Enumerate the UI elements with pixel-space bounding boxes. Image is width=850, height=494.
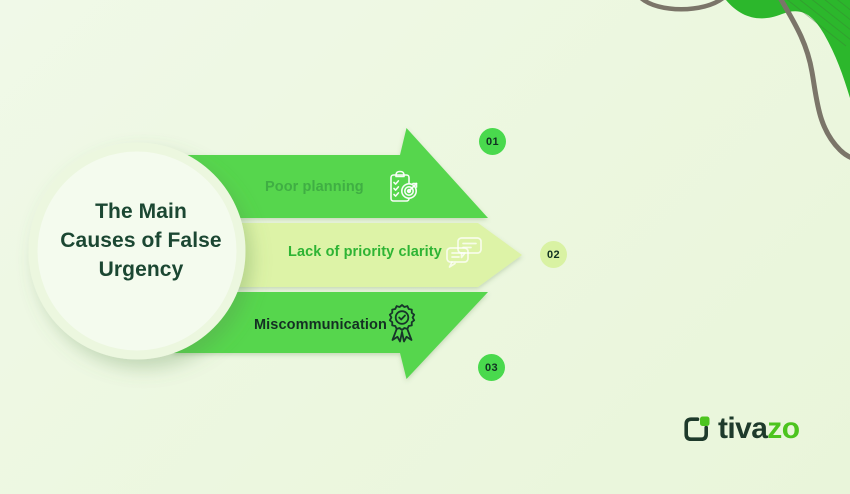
logo-text-accent: zo — [767, 412, 800, 445]
brand-logo: tivazo — [683, 412, 800, 445]
number-badge-01: 01 — [479, 128, 506, 155]
logo-mark-icon — [684, 416, 710, 441]
chat-bubbles-icon — [446, 237, 482, 268]
title-line: The Main — [95, 200, 187, 223]
cause-band-3 — [173, 292, 488, 379]
cause-label-1: Poor planning — [265, 179, 364, 195]
corner-curve-line — [778, 0, 850, 160]
page-title: The Main Causes of False Urgency — [35, 197, 247, 284]
clipboard-target-icon — [390, 170, 418, 202]
title-line: Causes of False — [60, 229, 222, 252]
award-ribbon-icon — [388, 304, 416, 343]
corner-blob-shape — [726, 0, 850, 98]
title-circle — [28, 142, 246, 360]
hatch-lines — [786, 0, 850, 47]
title-line: Urgency — [98, 258, 184, 281]
top-arc-line — [639, 0, 725, 12]
logo-text: tivazo — [718, 412, 800, 445]
cause-band-2 — [200, 223, 522, 287]
cause-label-2: Lack of priority clarity — [288, 244, 442, 260]
cause-label-3: Miscommunication — [254, 317, 387, 333]
logo-text-primary: tiva — [718, 412, 768, 445]
number-badge-03: 03 — [478, 354, 505, 381]
number-badge-02: 02 — [540, 241, 567, 268]
